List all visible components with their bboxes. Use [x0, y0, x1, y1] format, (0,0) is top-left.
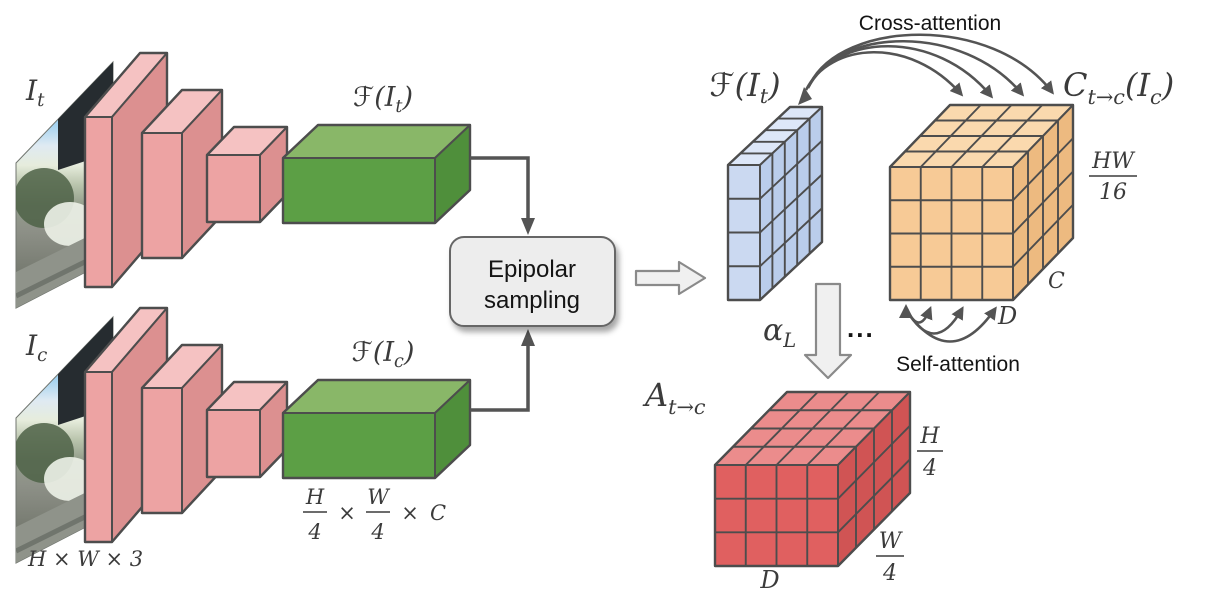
encoder-top: It ℱ(It): [14, 51, 472, 308]
box-front-face: [84, 371, 113, 543]
box-grid-line: [837, 458, 911, 534]
d-dim-label: D: [997, 302, 1017, 330]
box-grid-line: [981, 104, 1043, 168]
svg-text:C: C: [430, 501, 446, 525]
svg-text:sampling: sampling: [484, 287, 580, 314]
box-front-face: [206, 409, 261, 478]
box-front-face: [282, 412, 436, 479]
orange-cost-volume: [888, 103, 1075, 302]
self-attention-label: Self-attention: [896, 353, 1020, 376]
feature-map-t-label: ℱ(It): [353, 82, 413, 117]
ellipsis-label: ...: [847, 313, 875, 343]
box-grid-line: [1012, 137, 1074, 201]
pink-block-t3: [205, 125, 289, 224]
blue-feature-column: [726, 105, 824, 302]
hollow-down-arrow: [803, 282, 853, 380]
svg-text:H: H: [919, 424, 940, 449]
c-dim-label: C: [1048, 269, 1065, 294]
output-volume-label: At→c: [642, 376, 706, 419]
input-dims-label: H × W × 3: [27, 547, 143, 571]
box-grid-line: [759, 173, 823, 234]
box-front-face: [282, 157, 436, 224]
self-attention-arcs: [899, 304, 997, 343]
box-grid-line: [759, 207, 823, 267]
alpha-label: αL: [763, 313, 796, 352]
cross-attention-label: Cross-attention: [859, 12, 1001, 35]
svg-text:×: ×: [338, 501, 356, 525]
box-grid-line: [745, 391, 819, 466]
pink-block-c3: [205, 380, 289, 479]
box-grid-line: [950, 104, 1013, 168]
box-grid-line: [837, 424, 911, 500]
cross-attention-arcs: [798, 33, 1054, 105]
w4-label: W 4: [876, 529, 904, 586]
context-image-label: Ic: [25, 329, 47, 366]
hw16-label: HW 16: [1089, 149, 1137, 205]
svg-text:4: 4: [370, 520, 384, 544]
box-front-face: [84, 116, 113, 288]
query-feature-label: ℱ(It): [709, 66, 780, 108]
svg-text:16: 16: [1099, 180, 1127, 205]
box-outline: [713, 390, 912, 568]
svg-text:W: W: [879, 529, 904, 554]
svg-text:×: ×: [401, 501, 419, 525]
epipolar-sampling-box: Epipolar sampling: [449, 236, 616, 327]
box-front-face: [141, 132, 183, 259]
box-grid-line: [759, 140, 823, 200]
box-front-face: [141, 387, 183, 514]
red-attention-volume: [713, 390, 912, 568]
box-outline: [281, 123, 472, 225]
hollow-right-arrow: [634, 260, 707, 296]
connector-bottom: [470, 329, 535, 412]
box-grid-line: [1012, 170, 1074, 235]
box-grid-line: [1012, 204, 1074, 268]
h4-label: H 4: [917, 424, 943, 481]
svg-text:4: 4: [882, 561, 897, 586]
green-block-t: [281, 123, 472, 225]
box-grid-line: [775, 391, 850, 466]
svg-text:4: 4: [307, 520, 321, 544]
box-outline: [888, 103, 1075, 302]
svg-text:HW: HW: [1091, 149, 1136, 174]
encoder-bottom: Ic ℱ(Ic) H × W × 3 H 4 × W 4 × C: [14, 306, 472, 571]
box-front-face: [206, 154, 261, 223]
connector-top: [470, 156, 535, 235]
cost-volume-label: Ct→c(Ic): [1063, 66, 1174, 109]
box-grid-line: [920, 104, 982, 168]
target-image-label: It: [25, 74, 45, 111]
svg-text:H: H: [305, 485, 325, 509]
box-outline: [726, 105, 824, 302]
d-dim2-label: D: [759, 566, 779, 594]
box-outline: [281, 378, 472, 480]
feature-dims-label: H 4 × W 4 × C: [303, 485, 446, 544]
svg-text:4: 4: [922, 456, 937, 481]
svg-text:Epipolar: Epipolar: [488, 256, 576, 283]
green-block-c: [281, 378, 472, 480]
feature-map-c-label: ℱ(Ic): [352, 337, 415, 372]
box-grid-line: [806, 391, 880, 466]
svg-text:W: W: [367, 485, 391, 509]
